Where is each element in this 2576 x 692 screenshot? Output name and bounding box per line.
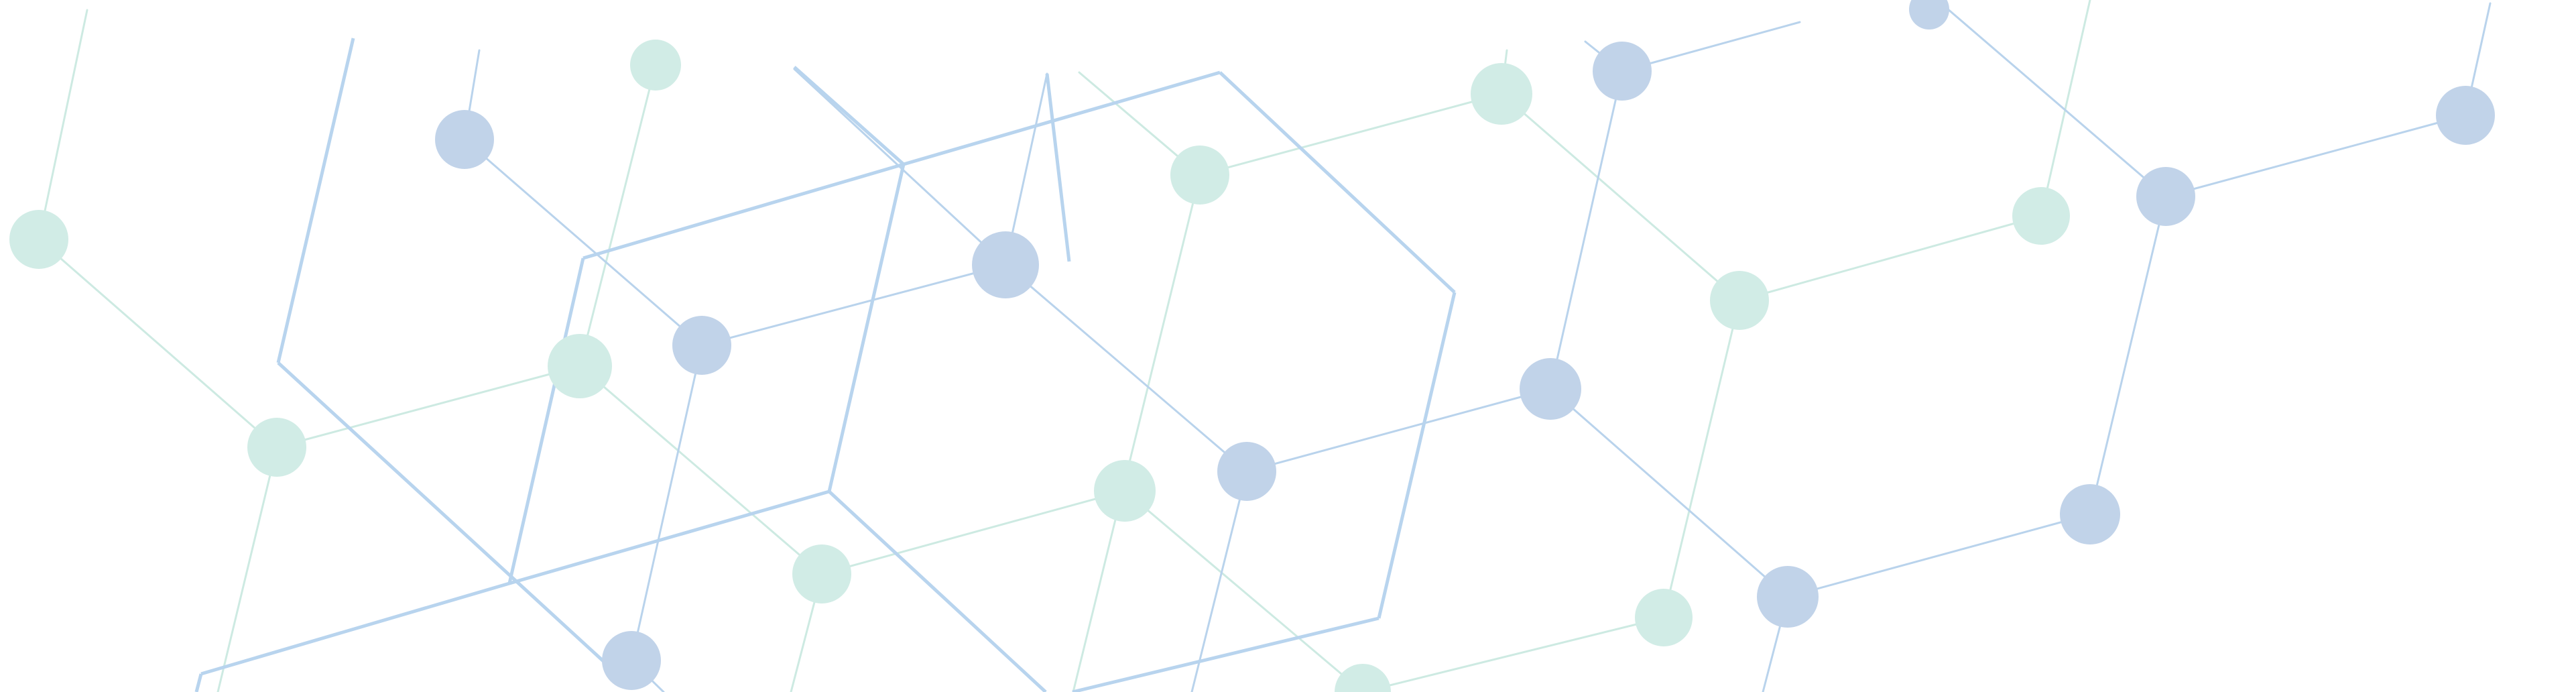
blue-node bbox=[2136, 167, 2195, 226]
blue-node bbox=[435, 110, 494, 169]
mint-node bbox=[247, 418, 306, 477]
blue-node bbox=[602, 631, 661, 690]
blue-node bbox=[672, 316, 731, 375]
blue-node bbox=[972, 231, 1039, 298]
blue-node bbox=[1757, 566, 1819, 628]
mint-node bbox=[630, 40, 681, 91]
hexagon-outlines bbox=[194, 38, 1457, 692]
mint-node bbox=[1335, 664, 1391, 692]
blue-node bbox=[1520, 358, 1581, 420]
blue-node bbox=[1909, 0, 1949, 30]
mint-node bbox=[9, 210, 68, 269]
blue-node bbox=[2060, 484, 2120, 544]
mint-nodes bbox=[9, 40, 2070, 692]
mint-node bbox=[548, 334, 612, 398]
blue-node bbox=[2436, 86, 2495, 145]
mint-node bbox=[2012, 187, 2070, 245]
mint-node bbox=[1170, 146, 1229, 205]
blue-nodes bbox=[435, 0, 2495, 690]
blue-node bbox=[1217, 442, 1276, 501]
blue-node bbox=[1593, 42, 1652, 101]
mint-node bbox=[1635, 589, 1693, 646]
connector-lines bbox=[38, 0, 2492, 692]
mint-node bbox=[1710, 271, 1769, 330]
mint-node bbox=[1471, 63, 1532, 125]
mint-node bbox=[1094, 460, 1156, 522]
mint-node bbox=[792, 544, 851, 603]
